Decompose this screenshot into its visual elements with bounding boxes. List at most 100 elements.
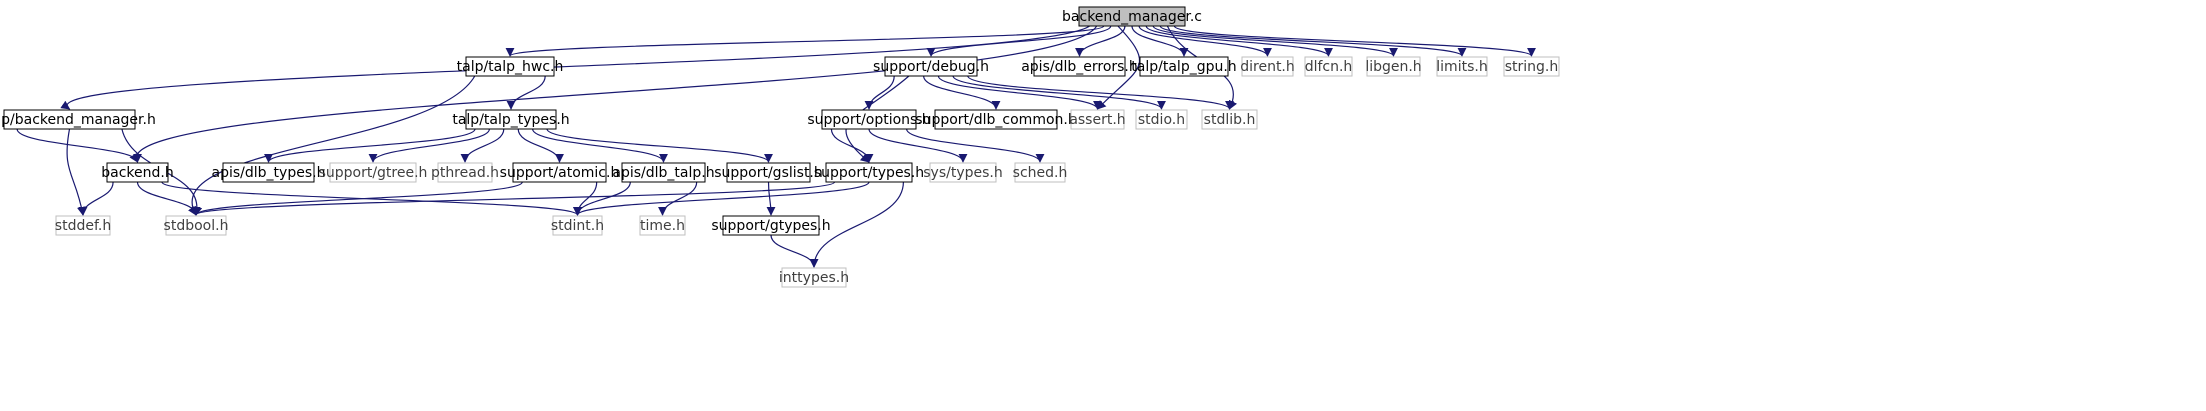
node-box	[1304, 56, 1353, 77]
node-label: support/gslist.h	[714, 165, 823, 181]
node-box	[929, 162, 997, 183]
node-support-dlb-common-h[interactable]: support/dlb_common.h	[915, 109, 1077, 130]
node-label: stdbool.h	[164, 218, 229, 234]
node-time-h[interactable]: time.h	[639, 215, 686, 236]
node-support-options-h[interactable]: support/options.h	[807, 109, 931, 130]
node-box	[825, 162, 913, 183]
node-stddef-h[interactable]: stddef.h	[55, 215, 111, 236]
node-label: dlfcn.h	[1305, 59, 1353, 75]
node-support-atomic-h[interactable]: support/atomic.h	[500, 162, 620, 183]
node-box	[465, 56, 555, 77]
node-label: talp/talp_hwc.h	[457, 59, 564, 75]
node-talp-talp-types-h[interactable]: talp/talp_types.h	[452, 109, 570, 130]
edge-backend-manager-c-to-apis-dlb-errors-h	[1075, 25, 1126, 57]
node-inttypes-h[interactable]: inttypes.h	[779, 267, 849, 288]
node-label: stdio.h	[1138, 112, 1185, 128]
node-assert-h[interactable]: assert.h	[1069, 109, 1126, 130]
edge-support-debug-h-to-support-options-h	[864, 75, 895, 110]
edge-backend-manager-c-to-talp-talp-gpu-h	[1131, 25, 1189, 57]
node-talp-talp-hwc-h[interactable]: talp/talp_hwc.h	[457, 56, 564, 77]
node-box	[934, 109, 1058, 130]
node-stdio-h[interactable]: stdio.h	[1135, 109, 1188, 130]
node-label: assert.h	[1069, 112, 1125, 128]
node-box	[1078, 6, 1186, 27]
node-apis-dlb-errors-h[interactable]: apis/dlb_errors.h	[1021, 56, 1138, 77]
node-stdbool-h[interactable]: stdbool.h	[164, 215, 229, 236]
node-box	[722, 215, 820, 236]
node-label: support/debug.h	[873, 59, 989, 75]
node-string-h[interactable]: string.h	[1503, 56, 1560, 77]
node-label: apis/dlb_talp.h	[612, 165, 714, 181]
node-label: dirent.h	[1240, 59, 1295, 75]
node-libgen-h[interactable]: libgen.h	[1365, 56, 1422, 77]
node-label: inttypes.h	[779, 270, 849, 286]
edge-talp-backend-manager-h-to-backend-h	[16, 128, 142, 163]
node-box	[552, 215, 603, 236]
edge-support-types-h-to-stdbool-h	[191, 181, 836, 216]
edge-backend-manager-c-to-string-h	[1173, 25, 1536, 57]
node-support-types-h[interactable]: support/types.h	[814, 162, 924, 183]
node-box	[1503, 56, 1560, 77]
node-stdint-h[interactable]: stdint.h	[551, 215, 604, 236]
edge-talp-talp-types-h-to-support-gtree-h	[368, 128, 490, 163]
node-box	[726, 162, 811, 183]
edge-support-atomic-h-to-stdbool-h	[191, 181, 523, 216]
node-dlfcn-h[interactable]: dlfcn.h	[1304, 56, 1353, 77]
edge-support-options-h-to-sys-types-h	[868, 128, 968, 163]
edge-support-debug-h-to-stdlib-h	[967, 75, 1234, 110]
node-label: talp/backend_manager.h	[0, 112, 156, 128]
node-backend-manager-c[interactable]: backend_manager.c	[1062, 6, 1202, 27]
edge-talp-backend-manager-h-to-stddef-h	[66, 128, 86, 216]
node-support-gtypes-h[interactable]: support/gtypes.h	[711, 215, 831, 236]
node-limits-h[interactable]: limits.h	[1436, 56, 1488, 77]
node-talp-backend-manager-h[interactable]: talp/backend_manager.h	[0, 109, 156, 130]
edge-support-debug-h-to-stdio-h	[952, 75, 1166, 110]
node-label: stddef.h	[55, 218, 111, 234]
node-box	[821, 109, 917, 130]
edge-backend-manager-c-to-limits-h	[1159, 25, 1467, 57]
node-box	[1139, 56, 1229, 77]
node-box	[781, 267, 847, 288]
node-box	[1033, 56, 1126, 77]
node-sched-h[interactable]: sched.h	[1013, 162, 1068, 183]
node-box	[884, 56, 978, 77]
node-backend-h[interactable]: backend.h	[101, 162, 174, 183]
node-stdlib-h[interactable]: stdlib.h	[1201, 109, 1258, 130]
node-pthread-h[interactable]: pthread.h	[431, 162, 499, 183]
node-support-gtree-h[interactable]: support/gtree.h	[319, 162, 428, 183]
edge-backend-manager-c-to-support-debug-h	[926, 25, 1112, 57]
edge-support-gslist-h-to-support-gtypes-h	[766, 181, 776, 216]
node-box	[1014, 162, 1066, 183]
node-box	[165, 215, 227, 236]
node-label: apis/dlb_errors.h	[1021, 59, 1138, 75]
node-label: sched.h	[1013, 165, 1068, 181]
edge-support-gtypes-h-to-inttypes-h	[770, 234, 819, 268]
node-box	[437, 162, 493, 183]
node-box	[1070, 109, 1125, 130]
node-label: support/types.h	[814, 165, 924, 181]
node-support-gslist-h[interactable]: support/gslist.h	[714, 162, 823, 183]
edge-apis-dlb-talp-h-to-time-h	[658, 181, 698, 216]
node-talp-talp-gpu-h[interactable]: talp/talp_gpu.h	[1131, 56, 1237, 77]
node-box	[329, 162, 417, 183]
node-label: stdint.h	[551, 218, 604, 234]
edge-support-options-h-to-sched-h	[906, 128, 1045, 163]
node-dirent-h[interactable]: dirent.h	[1240, 56, 1295, 77]
edge-support-types-h-to-inttypes-h	[809, 181, 904, 268]
node-label: support/gtypes.h	[711, 218, 830, 234]
node-label: talp/talp_gpu.h	[1131, 59, 1236, 75]
node-apis-dlb-talp-h[interactable]: apis/dlb_talp.h	[612, 162, 715, 183]
node-label: libgen.h	[1365, 59, 1421, 75]
node-apis-dlb-types-h[interactable]: apis/dlb_types.h	[212, 162, 326, 183]
edge-backend-manager-c-to-dlfcn-h	[1145, 25, 1333, 57]
edge-talp-talp-types-h-to-support-gslist-h	[546, 128, 773, 163]
node-box	[621, 162, 706, 183]
node-sys-types-h[interactable]: sys/types.h	[923, 162, 1003, 183]
node-label: support/options.h	[807, 112, 930, 128]
edge-support-debug-h-to-assert-h	[937, 75, 1102, 110]
node-layer: backend_manager.c talp/backend_manager.hb…	[0, 6, 1560, 288]
node-box	[3, 109, 136, 130]
edge-backend-manager-c-to-backend-h	[129, 25, 1098, 163]
node-support-debug-h[interactable]: support/debug.h	[873, 56, 989, 77]
